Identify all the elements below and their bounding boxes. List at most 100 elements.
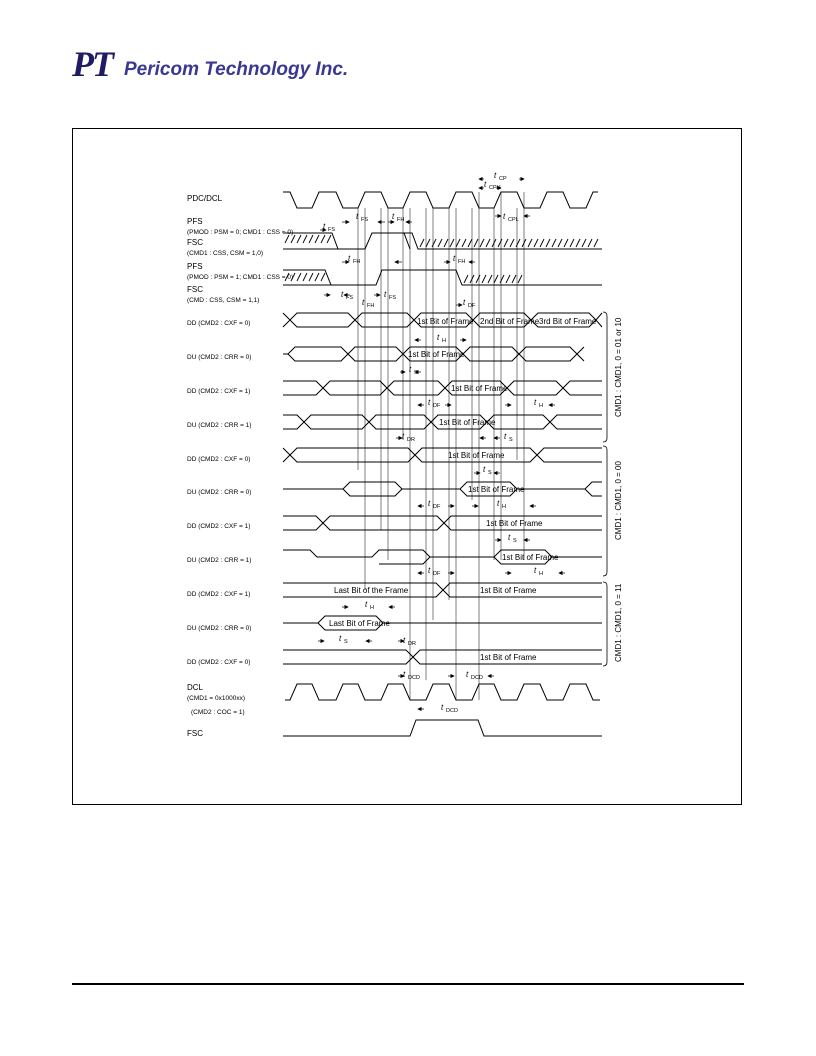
bus-dd-4	[283, 515, 602, 531]
label-dd-2: DD (CMD2 : CXF = 1)	[187, 388, 250, 395]
bus-du-3	[283, 481, 602, 497]
group-label-3: CMD1 : CMD1, 0 = 11	[614, 583, 623, 662]
company-logo: PT Pericom Technology Inc.	[72, 46, 348, 82]
bit-du2-1: 1st Bit of Frame	[439, 418, 496, 427]
hatch-regions	[284, 234, 599, 284]
logo-name: Pericom Technology Inc.	[123, 59, 349, 80]
svg-text:t: t	[463, 298, 466, 307]
label-fsc-1: FSC	[187, 238, 203, 247]
svg-text:DR: DR	[407, 437, 415, 443]
svg-text:t: t	[453, 254, 456, 263]
label-fsc-2: FSC	[187, 285, 203, 294]
bit-dd5-1: 1st Bit of Frame	[480, 586, 537, 595]
svg-text:t: t	[497, 499, 500, 508]
svg-text:H: H	[370, 605, 374, 611]
bit-dd2-1: 1st Bit of Frame	[451, 384, 508, 393]
svg-text:FS: FS	[328, 227, 335, 233]
bit-du3-1: 1st Bit of Frame	[468, 485, 525, 494]
svg-text:t: t	[534, 566, 537, 575]
label-pfs-1-note: (PMOD : PSM = 0; CMD1 : CSS = 0)	[187, 229, 293, 236]
bus-dd-3	[282, 447, 602, 463]
label-pfs-2: PFS	[187, 262, 203, 271]
svg-text:t: t	[494, 171, 497, 180]
svg-text:CPL: CPL	[508, 217, 519, 223]
svg-text:CP: CP	[499, 176, 507, 182]
wave-fsc-3	[283, 719, 602, 737]
svg-text:DF: DF	[433, 504, 441, 510]
svg-text:DCD: DCD	[471, 675, 483, 681]
svg-text:t: t	[341, 290, 344, 299]
svg-text:FS: FS	[389, 295, 396, 301]
wave-pdc-dcl	[283, 191, 598, 209]
svg-text:H: H	[502, 504, 506, 510]
svg-text:t: t	[392, 212, 395, 221]
bit-dd1-3: 3rd Bit of Frame	[539, 317, 597, 326]
svg-text:t: t	[428, 398, 431, 407]
bracket-group-3	[602, 581, 608, 667]
bus-dd-5	[283, 582, 602, 598]
svg-text:t: t	[365, 600, 368, 609]
bus-du-5	[283, 615, 602, 631]
svg-text:t: t	[428, 566, 431, 575]
label-dd-1: DD (CMD2 : CXF = 0)	[187, 320, 250, 327]
bit-dd4-1: 1st Bit of Frame	[486, 519, 543, 528]
svg-text:t: t	[437, 333, 440, 342]
svg-text:t: t	[356, 212, 359, 221]
svg-text:t: t	[348, 254, 351, 263]
label-dcl-note: (CMD1 = 0x1000xx)	[187, 695, 245, 702]
group-label-2: CMD1 : CMD1, 0 = 00	[614, 461, 623, 540]
svg-text:FH: FH	[367, 303, 374, 309]
svg-text:t: t	[362, 298, 365, 307]
svg-text:FH: FH	[397, 217, 404, 223]
svg-text:t: t	[508, 533, 511, 542]
svg-text:DF: DF	[433, 403, 441, 409]
svg-text:FS: FS	[361, 217, 368, 223]
bit-du5-last: Last Bit of Frame	[329, 619, 390, 628]
svg-text:S: S	[509, 437, 513, 443]
bit-dd6-1: 1st Bit of Frame	[480, 653, 537, 662]
svg-text:FS: FS	[346, 295, 353, 301]
label-pfs-2-note: (PMOD : PSM = 1; CMD1 : CSS = 0)	[187, 274, 293, 281]
svg-text:t: t	[503, 212, 506, 221]
label-du-3: DU (CMD2 : CRR = 0)	[187, 489, 251, 496]
svg-text:t: t	[403, 636, 406, 645]
group-brackets	[602, 311, 608, 667]
bus-dd-1	[282, 312, 603, 328]
label-dd-5: DD (CMD2 : CXF = 1)	[187, 591, 250, 598]
bit-dd1-1: 1st Bit of Frame	[417, 317, 474, 326]
signal-labels: PDC/DCL PFS (PMOD : PSM = 0; CMD1 : CSS …	[187, 194, 293, 738]
label-dd-3: DD (CMD2 : CXF = 0)	[187, 456, 250, 463]
svg-text:S: S	[513, 538, 517, 544]
svg-text:t: t	[441, 703, 444, 712]
svg-text:DR: DR	[408, 641, 416, 647]
logo-mark: PT	[72, 44, 114, 84]
svg-text:H: H	[539, 571, 543, 577]
bit-du1-1: 1st Bit of Frame	[408, 350, 465, 359]
wave-dcl	[285, 683, 600, 701]
svg-text:t: t	[466, 670, 469, 679]
label-pdc-dcl: PDC/DCL	[187, 194, 223, 203]
bus-dd-2	[283, 380, 602, 396]
svg-text:t: t	[323, 222, 326, 231]
svg-text:DF: DF	[433, 571, 441, 577]
label-fsc-1-note: (CMD1 : CSS, CSM = 1,0)	[187, 250, 263, 257]
svg-text:t: t	[483, 465, 486, 474]
svg-text:FH: FH	[353, 259, 360, 265]
